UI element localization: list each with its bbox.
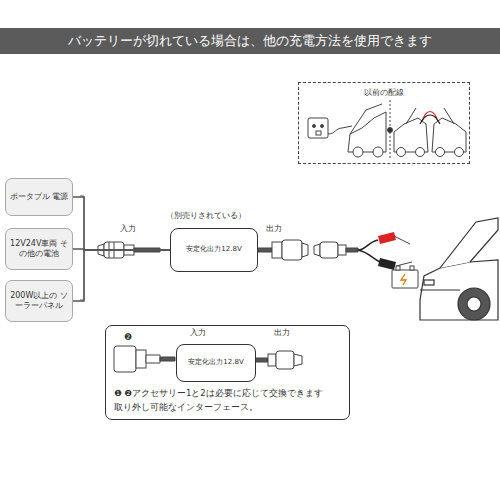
illustration-part [272,242,282,258]
illustration-part [420,218,498,320]
illustration-part [422,112,438,123]
illustration-part [440,218,498,268]
illustration-part [136,350,146,368]
illustration-part [313,125,316,128]
illustration-part [378,232,396,244]
illustration-part [276,351,294,369]
box-text: 安定化出力12.8V [188,358,243,367]
illustration-part [328,126,352,134]
illustration-part [258,240,358,260]
illustration-part [397,148,406,157]
box-text: 200W以上の ソーラーパネル [9,291,69,312]
box-text: 安定化出力12.8V [186,245,241,254]
illustration-part [114,346,136,372]
illustration-part [308,118,328,138]
source-box: 200W以上の ソーラーパネル [5,280,73,322]
cable-connector [73,250,170,301]
box-text: ポータブル 電源 [10,192,69,202]
previous-wiring-box: 以前の配線 [298,82,470,164]
illustration-part [396,266,400,270]
illustration-part [424,280,434,285]
illustration-part [373,147,383,157]
illustration-part [320,242,338,258]
illustration-part [314,244,320,256]
callout-label: 出力 [274,328,290,338]
illustration-part [268,354,276,366]
box-text: 12V24V車両 その他の電池 [9,239,69,260]
illustration-part [410,266,414,270]
illustration-part [353,147,363,157]
illustration-part [392,266,418,288]
illustration-part [420,289,460,290]
cable-connector [73,197,170,250]
illustration-part [282,240,302,260]
note-text: 取り外し可能なインターフェース。 [114,402,258,413]
illustration-part [308,100,466,160]
callout-label: 出力 [266,224,282,233]
illustration-part [302,243,308,257]
illustration-part [416,148,425,157]
illustration-part [420,115,440,124]
illustration-part [316,131,321,135]
illustration-part [458,288,490,320]
illustration-part [294,354,302,366]
illustration-part [258,248,272,252]
box-text: 以前の配線 [364,88,404,98]
illustration-part [392,270,418,288]
illustration-part [255,358,268,362]
illustration-part [436,148,445,157]
regulator-box: 安定化出力12.8V [170,228,258,272]
illustration-part [350,104,382,134]
callout-label: 入力 [190,328,206,338]
callout-label: 入力 [120,224,136,233]
callout-label: ❷ [124,332,132,343]
illustration-part [348,112,386,152]
illustration-part [420,260,498,320]
source-box: 12V24V車両 その他の電池 [5,228,73,270]
illustration-part [394,236,412,266]
illustration-part [146,355,160,363]
illustration-part [338,245,346,255]
illustration-part [444,108,454,124]
illustration-part [455,148,464,157]
detail-panel: ❶ ❷アクセサリー1と2は必要に応じて交換できます取り外し可能なインターフェース… [105,325,350,420]
note-label: （別売りされている） [166,211,246,221]
illustration-part [401,274,406,285]
illustration-part [388,128,393,133]
illustration-part [321,125,324,128]
title-banner: バッテリーが切れている場合は、他の充電方法を使用できます [0,28,500,54]
illustration-part [432,118,466,152]
illustration-part [394,118,428,152]
source-box: ポータブル 電源 [5,178,73,216]
illustration-part [378,258,396,270]
illustration-part [346,248,358,252]
illustration-part [358,240,378,250]
illustration-part [160,357,175,361]
title-text: バッテリーが切れている場合は、他の充電方法を使用できます [68,33,432,50]
illustration-part [358,250,380,262]
note-text: ❶ ❷アクセサリー1と2は必要に応じて交換できます [114,388,323,399]
regulator-box: 安定化出力12.8V [176,344,256,382]
illustration-part [467,297,481,311]
illustration-part [406,108,416,124]
